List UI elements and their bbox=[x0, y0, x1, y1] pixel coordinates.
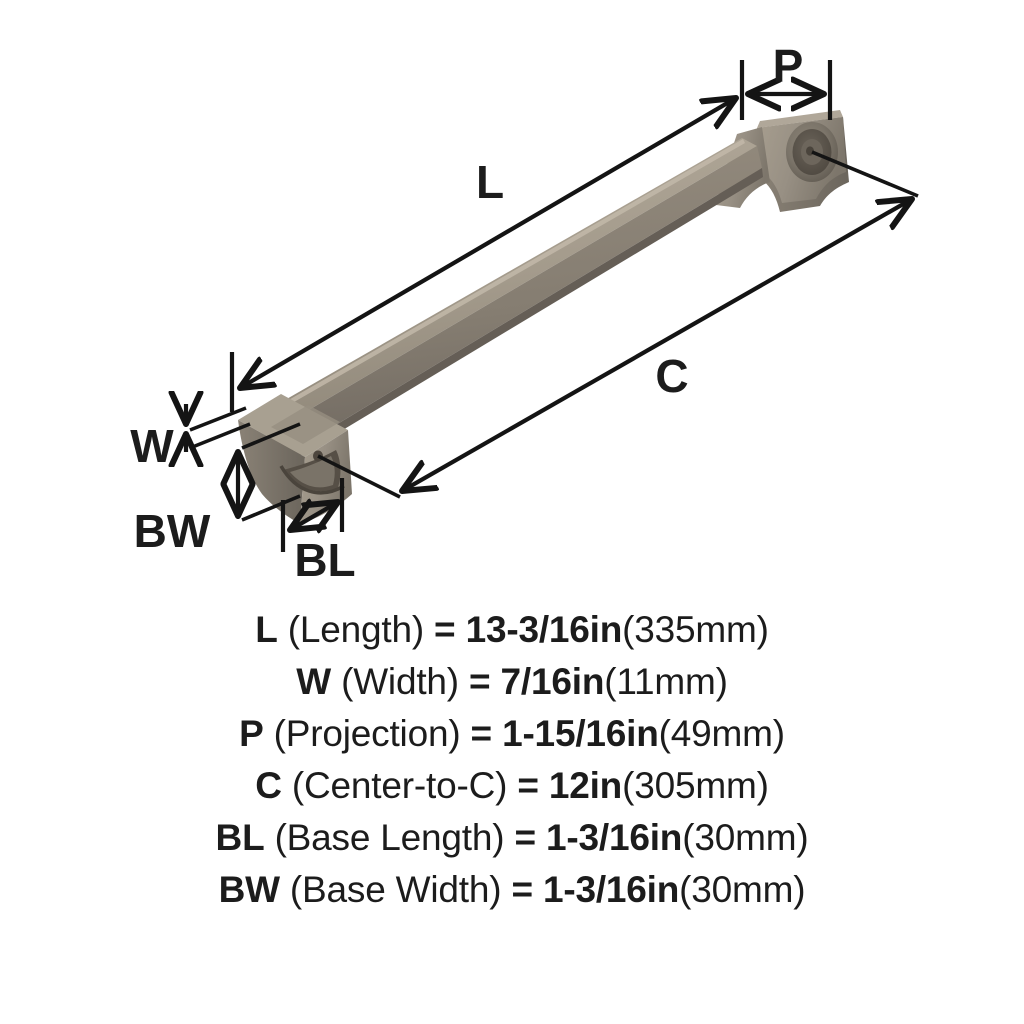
callout-label-BL: BL bbox=[294, 534, 355, 586]
spec-value-BL: 1-3/16in bbox=[546, 817, 683, 858]
spec-equals-C: = bbox=[517, 765, 539, 806]
bar-front-face bbox=[268, 146, 762, 461]
callout-labels: L P C W BW BL bbox=[130, 40, 803, 586]
dimension-annotations bbox=[186, 60, 919, 552]
spec-row-center-to-center: C (Center-to-C) = 12in(305mm) bbox=[255, 760, 769, 812]
spec-code-C: C bbox=[255, 765, 282, 806]
callout-label-BW: BW bbox=[134, 505, 211, 557]
c-leader-right bbox=[811, 150, 919, 198]
c-leader-left bbox=[317, 454, 401, 499]
spec-code-BW: BW bbox=[218, 869, 280, 910]
spec-equals-P: = bbox=[470, 713, 493, 754]
spec-name-BL: (Base Length) bbox=[274, 817, 505, 858]
spec-code-L: L bbox=[255, 609, 278, 650]
spec-value-P: 1-15/16in bbox=[502, 713, 659, 754]
spec-code-BL: BL bbox=[215, 817, 265, 858]
spec-metric-L: (335mm) bbox=[622, 609, 769, 650]
bl-dimension-arrow bbox=[290, 502, 338, 530]
right-foot-top-chamfer bbox=[757, 110, 843, 128]
spec-name-BW: (Base Width) bbox=[289, 869, 502, 910]
left-foot-bottom-arc bbox=[279, 465, 345, 495]
spec-equals-BW: = bbox=[511, 869, 533, 910]
callout-label-W: W bbox=[130, 420, 174, 472]
spec-row-projection: P (Projection) = 1-15/16in(49mm) bbox=[239, 708, 785, 760]
left-foot-relief-band bbox=[271, 405, 340, 444]
spec-metric-C: (305mm) bbox=[622, 765, 769, 806]
spec-name-C: (Center-to-C) bbox=[291, 765, 508, 806]
w-extension-line-bottom bbox=[189, 422, 251, 450]
spec-value-C: 12in bbox=[548, 765, 623, 806]
w-extension-line-top bbox=[189, 406, 247, 432]
spec-equals-L: = bbox=[434, 609, 456, 650]
specification-list: L (Length) = 13-3/16in(335mm) W (Width) … bbox=[0, 604, 1024, 916]
spec-metric-P: (49mm) bbox=[658, 713, 785, 754]
spec-value-L: 13-3/16in bbox=[465, 609, 623, 650]
spec-name-P: (Projection) bbox=[273, 713, 461, 754]
handle-diagram: L P C W BW BL bbox=[130, 40, 919, 586]
spec-row-base-length: BL (Base Length) = 1-3/16in(30mm) bbox=[216, 812, 809, 864]
spec-equals-W: = bbox=[469, 661, 491, 702]
spec-row-base-width: BW (Base Width) = 1-3/16in(30mm) bbox=[219, 864, 806, 916]
left-foot-side-wall bbox=[238, 420, 305, 524]
spec-value-W: 7/16in bbox=[500, 661, 605, 702]
spec-code-P: P bbox=[239, 713, 264, 754]
spec-metric-BL: (30mm) bbox=[682, 817, 809, 858]
spec-equals-BL: = bbox=[514, 817, 536, 858]
spec-row-length: L (Length) = 13-3/16in(335mm) bbox=[255, 604, 769, 656]
spec-metric-BW: (30mm) bbox=[679, 869, 806, 910]
callout-label-L: L bbox=[476, 156, 504, 208]
left-foot-cavity-inner bbox=[290, 456, 335, 488]
spec-row-width: W (Width) = 7/16in(11mm) bbox=[296, 656, 728, 708]
spec-metric-W: (11mm) bbox=[604, 661, 728, 702]
spec-value-BW: 1-3/16in bbox=[542, 869, 680, 910]
c-dimension-arrow bbox=[402, 199, 912, 491]
spec-name-W: (Width) bbox=[341, 661, 459, 702]
spec-code-W: W bbox=[296, 661, 331, 702]
bw-extension-line-top bbox=[241, 422, 301, 450]
callout-label-C: C bbox=[655, 350, 688, 402]
callout-label-P: P bbox=[773, 40, 804, 92]
spec-name-L: (Length) bbox=[287, 609, 424, 650]
